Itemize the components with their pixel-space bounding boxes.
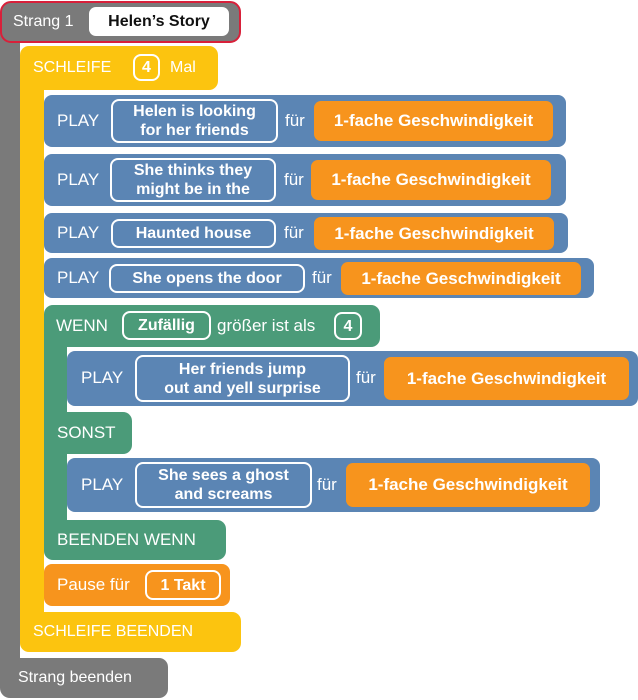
play-keyword: PLAY (57, 268, 100, 287)
loop-end-label: SCHLEIFE BEENDEN (33, 623, 194, 640)
play-text-field[interactable]: Helen is looking for her friends (111, 99, 278, 143)
play-block[interactable]: PLAY Helen is looking for her friends fü… (44, 95, 566, 147)
play-block[interactable]: PLAY Her friends jump out and yell surpr… (67, 351, 638, 406)
loop-unit-label: Mal (170, 59, 196, 76)
pause-block[interactable]: Pause für 1 Takt (44, 564, 230, 606)
strand-name-field[interactable]: Helen’s Story (89, 7, 229, 36)
else-block[interactable]: SONST (44, 412, 132, 454)
speed-dropdown[interactable]: 1-fache Geschwindigkeit (341, 262, 581, 295)
speed-dropdown[interactable]: 1-fache Geschwindigkeit (346, 463, 590, 507)
play-for-label: für (284, 170, 304, 189)
play-keyword: PLAY (81, 475, 124, 494)
pause-label: Pause für (57, 575, 130, 594)
loop-label: SCHLEIFE (33, 59, 112, 76)
if-value-field[interactable]: 4 (334, 312, 362, 340)
if-end-block[interactable]: BEENDEN WENN (44, 520, 226, 560)
else-label: SONST (57, 423, 116, 442)
play-text-field[interactable]: She opens the door (109, 264, 305, 293)
play-keyword: PLAY (57, 170, 100, 189)
strand-label: Strang 1 (13, 13, 74, 30)
play-block[interactable]: PLAY She opens the door für 1-fache Gesc… (44, 258, 594, 298)
if-label: WENN (56, 316, 108, 335)
play-for-label: für (312, 268, 332, 287)
speed-dropdown[interactable]: 1-fache Geschwindigkeit (314, 217, 554, 250)
pause-duration-field[interactable]: 1 Takt (145, 570, 221, 600)
play-text-field[interactable]: She sees a ghost and screams (135, 462, 312, 508)
play-keyword: PLAY (81, 368, 124, 387)
speed-dropdown[interactable]: 1-fache Geschwindigkeit (311, 160, 551, 200)
play-block[interactable]: PLAY She sees a ghost and screams für 1-… (67, 458, 600, 512)
loop-end-block[interactable]: SCHLEIFE BEENDEN (20, 612, 241, 652)
play-for-label: für (317, 475, 337, 494)
loop-spine (20, 62, 44, 632)
loop-header[interactable]: SCHLEIFE 4 Mal (20, 46, 218, 90)
strand-header[interactable]: Strang 1 Helen’s Story (0, 1, 241, 43)
play-for-label: für (284, 223, 304, 242)
play-keyword: PLAY (57, 111, 100, 130)
strand-end-block[interactable]: Strang beenden (0, 658, 168, 698)
if-end-label: BEENDEN WENN (57, 530, 196, 549)
loop-count-field[interactable]: 4 (133, 54, 160, 81)
strand-spine (0, 14, 20, 686)
play-block[interactable]: PLAY Haunted house für 1-fache Geschwind… (44, 213, 568, 253)
if-comparison-label: größer ist als (217, 316, 316, 335)
play-block[interactable]: PLAY She thinks they might be in the für… (44, 154, 566, 206)
play-keyword: PLAY (57, 223, 100, 242)
play-for-label: für (356, 368, 376, 387)
play-text-field[interactable]: Her friends jump out and yell surprise (135, 355, 350, 402)
if-operand-field[interactable]: Zufällig (122, 311, 211, 340)
speed-dropdown[interactable]: 1-fache Geschwindigkeit (384, 357, 629, 400)
play-for-label: für (285, 111, 305, 130)
play-text-field[interactable]: Haunted house (111, 219, 276, 248)
strand-end-label: Strang beenden (18, 669, 132, 686)
speed-dropdown[interactable]: 1-fache Geschwindigkeit (314, 101, 553, 141)
if-header[interactable]: WENN Zufällig größer ist als 4 (44, 305, 380, 347)
play-text-field[interactable]: She thinks they might be in the (110, 158, 276, 202)
